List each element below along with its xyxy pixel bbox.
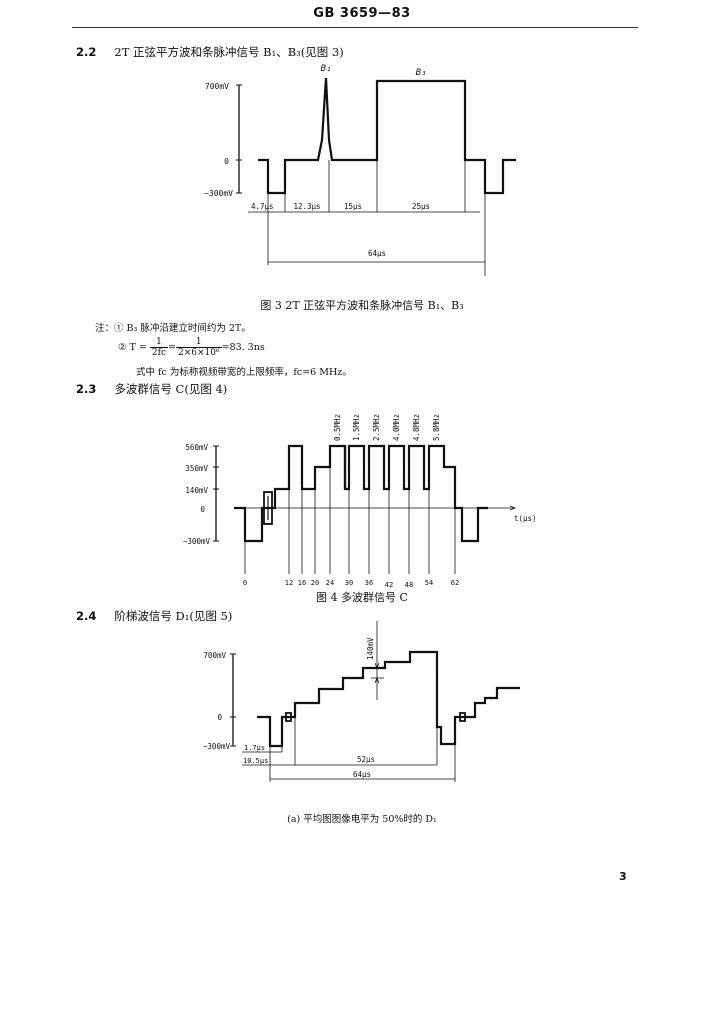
- fig3-seg-25: 25μs: [412, 202, 430, 211]
- formula-result: =83. 3ns: [221, 342, 265, 353]
- fig5-dim-1-7: 1.7μs: [244, 744, 265, 752]
- section-number: 2.3: [76, 382, 97, 396]
- fig4-freq-2-5: 2.5MHz: [372, 414, 381, 441]
- fig4-xtick: 12: [285, 579, 293, 587]
- fig4-xtick: 0: [243, 579, 247, 587]
- section-number: 2.2: [76, 45, 97, 59]
- fig4-xtick: 30: [345, 579, 353, 587]
- page-header: GB 3659—83: [313, 6, 411, 21]
- header-rule: [72, 27, 638, 28]
- fig5-ylabel-neg300: −300mV: [203, 742, 231, 751]
- fig4-freq-4-8: 4.8MHz: [412, 414, 421, 441]
- section-2-2-heading: 2.2 2T 正弦平方波和条脉冲信号 B₁、B₃(见图 3): [76, 44, 344, 60]
- fig5-dim-10-5: 10.5μs: [243, 757, 268, 765]
- fig3-label-b1: B₁: [321, 64, 332, 74]
- figure-5a-caption: (a) 平均图图像电平为 50%时的 D₁: [287, 814, 437, 825]
- fig4-xtick: 42: [385, 581, 393, 589]
- fig5-dim-52: 52μs: [357, 755, 375, 764]
- fig4-axis-unit: t(μs): [514, 514, 537, 523]
- note-formula-prefix: ② T =: [118, 342, 147, 353]
- fig3-total: 64μs: [368, 249, 386, 258]
- fig5-step-label: 140mV: [366, 637, 375, 660]
- figure-3-caption: 图 3 2T 正弦平方波和条脉冲信号 B₁、B₃: [260, 299, 464, 312]
- page-number: 3: [619, 870, 627, 883]
- fig4-ylabel-140: 140mV: [185, 486, 208, 495]
- fig5-dim-64: 64μs: [353, 770, 371, 779]
- section-title: 多波群信号 C(见图 4): [114, 382, 228, 396]
- section-number: 2.4: [76, 609, 97, 623]
- section-2-4-heading: 2.4 阶梯波信号 D₁(见图 5): [76, 608, 232, 624]
- fig5-ylabel-0: 0: [217, 713, 222, 722]
- fig4-xtick: 62: [451, 579, 459, 587]
- fig4-ylabel-350: 350mV: [185, 464, 208, 473]
- note-line-3: 式中 fc 为标称视频带宽的上限频率，fc=6 MHz。: [136, 367, 352, 378]
- section-title: 2T 正弦平方波和条脉冲信号 B₁、B₃(见图 3): [114, 45, 344, 59]
- fig4-ylabel-0: 0: [200, 505, 205, 514]
- fig4-xtick: 16: [298, 579, 306, 587]
- fig3-seg-12-3: 12.3μs: [293, 202, 320, 211]
- fig4-xtick: 48: [405, 581, 413, 589]
- note-line-1: 注：① B₃ 脉冲沿建立时间约为 2T。: [95, 323, 251, 334]
- fig3-ylabel-700: 700mV: [205, 82, 229, 91]
- fig4-freq-0-5: 0.5MHz: [333, 414, 342, 441]
- fig4-freq-1-5: 1.5MHz: [352, 414, 361, 441]
- fig4-xtick: 24: [326, 579, 334, 587]
- fig4-xtick: 20: [311, 579, 319, 587]
- fig3-ylabel-neg300: −300mV: [204, 189, 233, 198]
- fig3-seg-4-7: 4.7μs: [251, 202, 274, 211]
- fig4-freq-4-0: 4.0MHz: [392, 414, 401, 441]
- fig3-label-b3: B₃: [416, 68, 427, 78]
- fig5-ylabel-700: 700mV: [203, 651, 226, 660]
- fig4-xtick: 36: [365, 579, 373, 587]
- fig4-ylabel-560: 560mV: [185, 443, 208, 452]
- fig4-freq-5-8: 5.8MHz: [432, 414, 441, 441]
- fig3-ylabel-0: 0: [224, 157, 229, 166]
- fig4-ylabel-neg300: −300mV: [183, 537, 211, 546]
- fig4-xtick: 54: [425, 579, 433, 587]
- section-title: 阶梯波信号 D₁(见图 5): [114, 609, 233, 623]
- figure-4-caption: 图 4 多波群信号 C: [316, 591, 408, 604]
- fig3-seg-15: 15μs: [344, 202, 362, 211]
- section-2-3-heading: 2.3 多波群信号 C(见图 4): [76, 381, 227, 397]
